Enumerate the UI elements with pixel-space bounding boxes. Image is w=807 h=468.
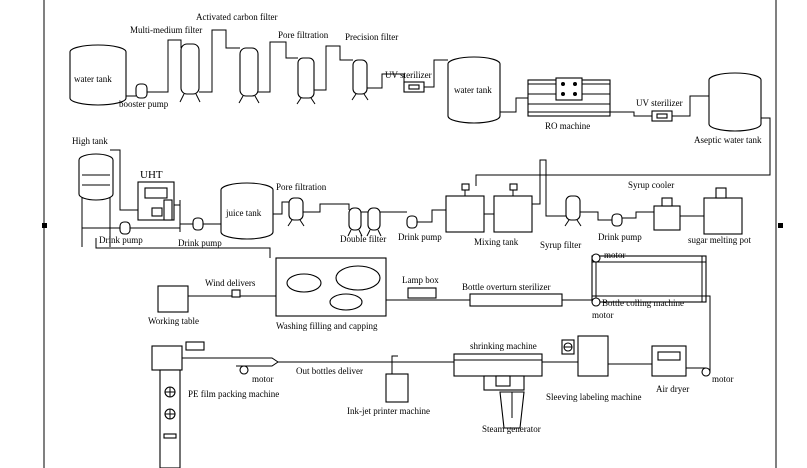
drink-pump-4-label: Drink pump xyxy=(598,232,642,242)
steam-generator xyxy=(499,391,525,429)
wind-delivers-label: Wind delivers xyxy=(205,278,256,288)
syrup-filter-label: Syrup filter xyxy=(540,240,581,250)
syrup-cooler xyxy=(622,197,681,231)
wind-delivers xyxy=(231,289,241,298)
ro-machine-label: RO machine xyxy=(545,121,590,131)
juice-tank-label: juice tank xyxy=(225,208,262,218)
mixing-tank-label: Mixing tank xyxy=(474,237,519,247)
motor-3-label: motor xyxy=(252,374,274,384)
syrup-cooler-label: Syrup cooler xyxy=(628,180,674,190)
double-filter xyxy=(303,203,382,237)
motor-4-label: motor xyxy=(712,374,734,384)
uht-unit xyxy=(137,181,181,232)
drink-pump-2-label: Drink pump xyxy=(178,238,222,248)
high-tank-label: High tank xyxy=(72,136,108,146)
mixing-tank xyxy=(445,183,533,233)
sleeving-labeling-machine-label: Sleeving labeling machine xyxy=(546,392,641,402)
lamp-box xyxy=(386,287,470,301)
pe-film-packing-machine-label: PE film packing machine xyxy=(188,389,279,399)
precision-filter xyxy=(314,45,369,101)
syrup-filter xyxy=(532,159,582,227)
water-tank-1-label: water tank xyxy=(74,74,112,84)
activated-carbon-filter xyxy=(199,29,260,104)
out-bottles-deliver xyxy=(236,357,454,375)
shrinking-machine-label: shrinking machine xyxy=(470,341,537,351)
uv-sterilizer-2 xyxy=(610,110,673,122)
bottle-colling-machine xyxy=(591,253,711,373)
water-tank-2 xyxy=(424,56,501,124)
double-filter-label: Double filter xyxy=(340,234,386,244)
juice-to-filler-line xyxy=(95,238,271,258)
aseptic-water-tank-label: Aseptic water tank xyxy=(694,135,762,145)
uv-sterilizer-2-label: UV sterilizer xyxy=(636,98,683,108)
pore-filtration-top xyxy=(258,41,316,105)
booster-pump-label: booster pump xyxy=(119,99,169,109)
pore-filtration-top-label: Pore filtration xyxy=(278,30,329,40)
ro-machine xyxy=(500,77,611,117)
juice-tank xyxy=(203,182,274,240)
out-bottles-deliver-label: Out bottles deliver xyxy=(296,366,363,376)
pore-filtration-mid-label: Pore filtration xyxy=(276,182,327,192)
sleeving-labeling-machine xyxy=(561,335,652,377)
air-dryer-label: Air dryer xyxy=(656,384,689,394)
bottle-colling-machine-label: Bottle colling machine xyxy=(602,298,684,308)
activated-carbon-filter-label: Activated carbon filter xyxy=(196,12,277,22)
working-table-label: Working table xyxy=(148,316,199,326)
water-tank-1 xyxy=(69,44,127,106)
washing-filling-capping-label: Washing filling and capping xyxy=(276,321,378,331)
ink-jet-printer-machine xyxy=(385,355,409,403)
motor-2-label: motor xyxy=(592,310,614,320)
drink-pump-1 xyxy=(82,221,131,235)
precision-filter-label: Precision filter xyxy=(345,32,398,42)
drink-pump-1-label: Drink pump xyxy=(99,235,143,245)
uht-label: UHT xyxy=(140,169,163,181)
sugar-melting-pot-label: sugar melting pot xyxy=(688,235,751,245)
pore-filtration-mid xyxy=(273,197,305,227)
uv-sterilizer-1-label: UV sterilizer xyxy=(385,70,432,80)
page-frame xyxy=(42,0,783,468)
shrinking-machine xyxy=(453,353,578,391)
motor-1-label: motor xyxy=(604,250,626,260)
multi-medium-filter-label: Multi-medium filter xyxy=(130,25,202,35)
bottle-overturn-sterilizer-label: Bottle overturn sterilizer xyxy=(462,282,550,292)
pe-film-packing-machine xyxy=(151,341,236,468)
steam-generator-label: Steam generator xyxy=(482,424,541,434)
aseptic-water-tank xyxy=(475,72,771,186)
high-tank xyxy=(78,149,141,247)
drink-pump-2 xyxy=(130,217,204,231)
multi-medium-filter xyxy=(147,39,201,103)
sugar-melting-pot xyxy=(680,187,743,235)
booster-pump xyxy=(126,83,148,99)
lamp-box-label: Lamp box xyxy=(402,275,439,285)
drink-pump-3 xyxy=(380,209,446,229)
working-table xyxy=(157,285,276,313)
washing-filling-capping-machine xyxy=(275,257,387,317)
drink-pump-4 xyxy=(580,211,623,227)
ink-jet-printer-machine-label: Ink-jet printer machine xyxy=(347,406,430,416)
water-tank-2-label: water tank xyxy=(454,85,492,95)
air-dryer xyxy=(651,345,711,377)
drink-pump-3-label: Drink pump xyxy=(398,232,442,242)
bottle-overturn-sterilizer xyxy=(469,293,592,307)
